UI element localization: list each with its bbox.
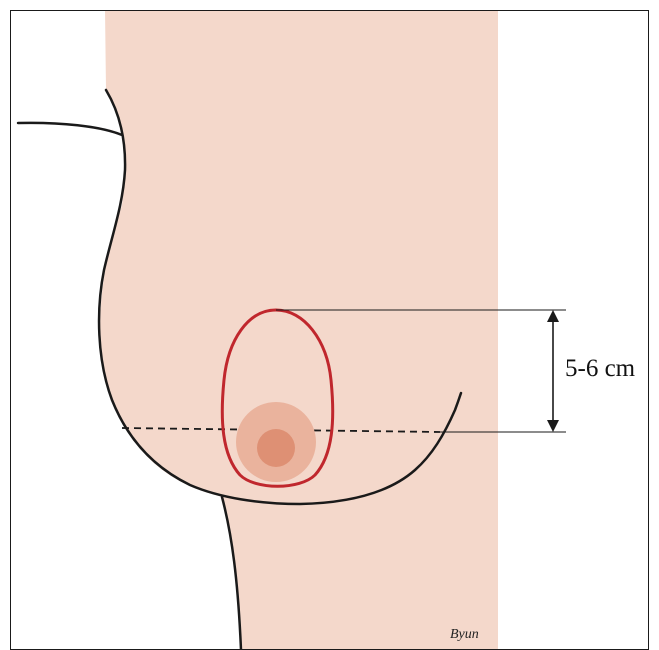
measure-arrow-head-top: [547, 310, 559, 322]
areola-inner: [257, 429, 295, 467]
measure-arrow-head-bottom: [547, 420, 559, 432]
author-signature: Byun: [450, 628, 479, 642]
measurement-label: 5-6 cm: [565, 356, 635, 381]
